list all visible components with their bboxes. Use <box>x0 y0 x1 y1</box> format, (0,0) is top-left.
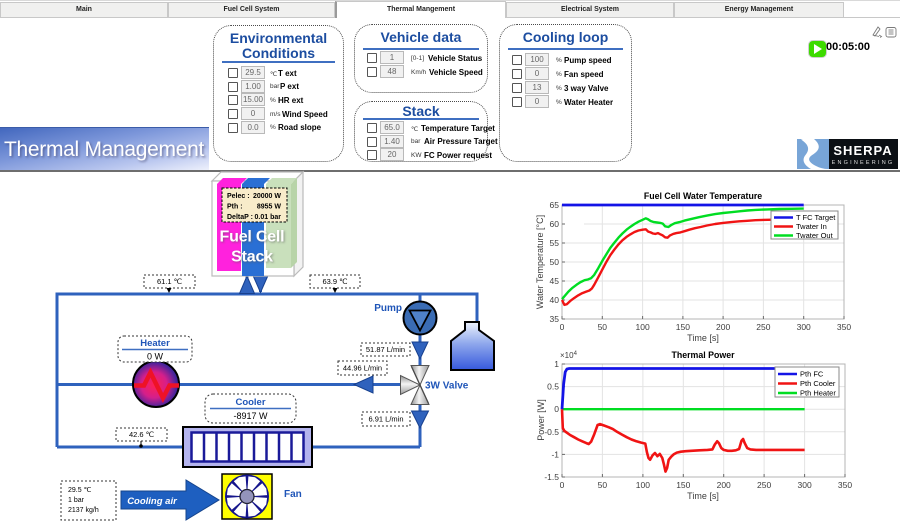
svg-text:300: 300 <box>798 480 812 490</box>
svg-text:0 W: 0 W <box>147 352 164 362</box>
svg-text:35: 35 <box>550 314 560 324</box>
svg-text:20000 W: 20000 W <box>253 193 281 200</box>
svg-text:ENGINEERING: ENGINEERING <box>832 160 895 166</box>
svg-text:Fuel Cell: Fuel Cell <box>220 229 285 246</box>
svg-text:42.6 ℃: 42.6 ℃ <box>129 430 155 439</box>
svg-text:SHERPA: SHERPA <box>833 143 892 158</box>
svg-text:Pth FC: Pth FC <box>800 370 824 379</box>
svg-text:Time [s]: Time [s] <box>687 333 719 343</box>
svg-text:Twater In: Twater In <box>796 222 827 231</box>
svg-text:8955 W: 8955 W <box>257 204 282 211</box>
svg-text:63.9 ℃: 63.9 ℃ <box>322 277 348 286</box>
svg-text:1: 1 <box>554 359 559 369</box>
svg-text:50: 50 <box>550 257 560 267</box>
svg-text:55: 55 <box>550 238 560 248</box>
svg-text:0.5: 0.5 <box>547 382 559 392</box>
svg-text:50: 50 <box>598 322 608 332</box>
svg-text:350: 350 <box>837 322 851 332</box>
svg-text:0.01 bar: 0.01 bar <box>255 214 282 221</box>
svg-text:Cooler: Cooler <box>235 397 265 408</box>
svg-text:-8917 W: -8917 W <box>233 411 268 421</box>
svg-text:Stack: Stack <box>231 249 273 266</box>
svg-text:Fuel Cell Water Temperature: Fuel Cell Water Temperature <box>644 191 762 201</box>
svg-text:1 bar: 1 bar <box>68 497 85 504</box>
svg-text:300: 300 <box>797 322 811 332</box>
svg-text:350: 350 <box>838 480 852 490</box>
svg-text:Pth Cooler: Pth Cooler <box>800 379 836 388</box>
svg-text:-0.5: -0.5 <box>544 427 559 437</box>
svg-text:0: 0 <box>560 322 565 332</box>
svg-text:6.91 L/min: 6.91 L/min <box>368 415 403 424</box>
svg-text:250: 250 <box>756 322 770 332</box>
svg-text:100: 100 <box>636 480 650 490</box>
svg-text:×104: ×104 <box>560 351 578 360</box>
svg-text:Pth :: Pth : <box>227 204 243 211</box>
svg-text:Pelec :: Pelec : <box>227 193 250 200</box>
svg-text:-1.5: -1.5 <box>544 472 559 482</box>
svg-text:0: 0 <box>560 480 565 490</box>
svg-text:2137 kg/h: 2137 kg/h <box>68 507 99 514</box>
svg-text:44.96 L/min: 44.96 L/min <box>343 364 382 373</box>
svg-text:100: 100 <box>636 322 650 332</box>
svg-text:50: 50 <box>598 480 608 490</box>
svg-text:Pump: Pump <box>374 303 402 314</box>
svg-text:Thermal Power: Thermal Power <box>671 350 735 360</box>
svg-text:T FC Target: T FC Target <box>796 213 836 222</box>
svg-text:51.87 L/min: 51.87 L/min <box>366 345 405 354</box>
svg-text:Twater Out: Twater Out <box>796 231 834 240</box>
svg-text:200: 200 <box>716 322 730 332</box>
svg-text:Time [s]: Time [s] <box>687 491 719 501</box>
svg-text:250: 250 <box>757 480 771 490</box>
svg-text:0: 0 <box>554 404 559 414</box>
svg-text:150: 150 <box>676 480 690 490</box>
svg-text:29.5 ℃: 29.5 ℃ <box>68 487 92 494</box>
svg-text:3W Valve: 3W Valve <box>425 381 469 392</box>
svg-text:Pth Heater: Pth Heater <box>800 389 836 398</box>
svg-text:60: 60 <box>550 219 560 229</box>
svg-text:Water Temperature [°C]: Water Temperature [°C] <box>535 215 545 309</box>
svg-text:Cooling air: Cooling air <box>127 496 178 507</box>
svg-text:Heater: Heater <box>140 338 170 349</box>
svg-text:-1: -1 <box>551 449 559 459</box>
svg-text:Fan: Fan <box>284 489 302 500</box>
svg-text:40: 40 <box>550 295 560 305</box>
svg-text:150: 150 <box>676 322 690 332</box>
svg-text:65: 65 <box>550 200 560 210</box>
svg-text:45: 45 <box>550 276 560 286</box>
svg-text:DeltaP :: DeltaP : <box>227 214 253 221</box>
svg-text:Power [W]: Power [W] <box>536 399 546 441</box>
svg-text:61.1 ℃: 61.1 ℃ <box>157 277 183 286</box>
svg-text:200: 200 <box>717 480 731 490</box>
